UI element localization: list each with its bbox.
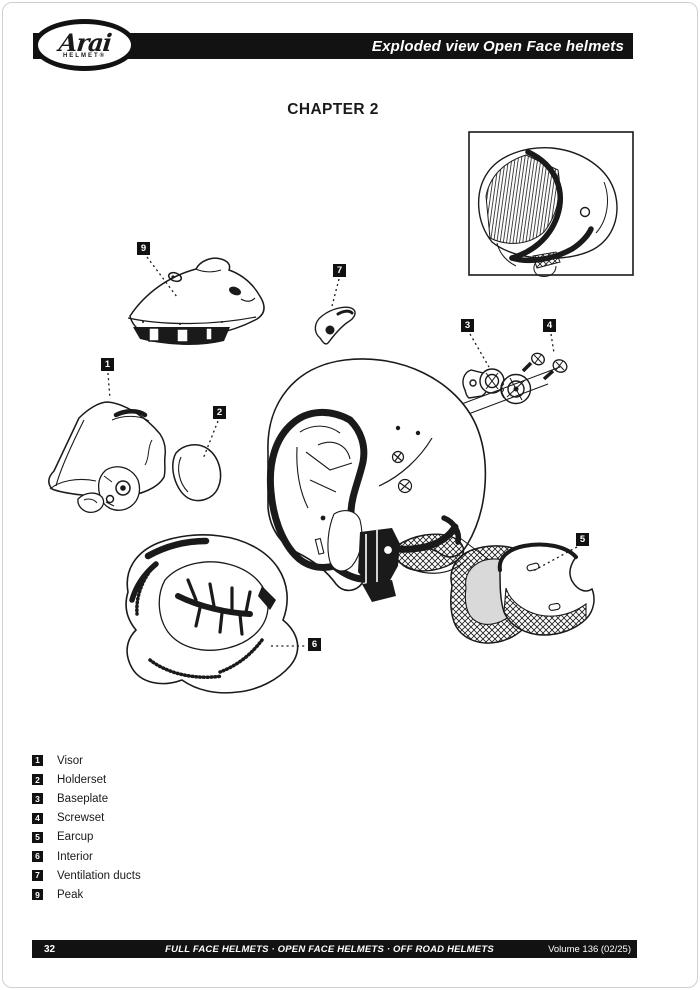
legend-num-badge: 2 xyxy=(32,774,43,786)
legend-item-baseplate: 3 Baseplate xyxy=(32,789,141,808)
callout-ventilation-ducts: 7 xyxy=(333,264,346,277)
legend-item-earcup: 5 Earcup xyxy=(32,828,141,847)
footer-bar: 32 FULL FACE HELMETS · OPEN FACE HELMETS… xyxy=(32,940,637,958)
peak-drawing xyxy=(127,257,265,345)
callout-earcup: 5 xyxy=(576,533,589,546)
footer-volume-text: Volume 136 (02/25) xyxy=(548,943,631,955)
legend-item-holderset: 2 Holderset xyxy=(32,770,141,789)
ventilation-duct-drawing xyxy=(314,306,356,345)
legend-num-badge: 1 xyxy=(32,755,43,767)
legend-item-screwset: 4 Screwset xyxy=(32,809,141,828)
arai-logo: Arai HELMET® xyxy=(33,19,136,71)
legend-item-peak: 9 Peak xyxy=(32,885,141,904)
legend-label: Screwset xyxy=(57,812,105,825)
baseplate-drawing xyxy=(462,368,532,405)
legend-num-badge: 7 xyxy=(32,870,43,882)
helmet-shell-drawing xyxy=(266,358,487,602)
legend-label: Peak xyxy=(57,888,84,901)
legend-label: Holderset xyxy=(57,773,107,786)
legend-label: Baseplate xyxy=(57,792,109,805)
legend-num-badge: 5 xyxy=(32,831,43,843)
legend-item-interior: 6 Interior xyxy=(32,847,141,866)
footer-page-number: 32 xyxy=(44,943,56,955)
legend-label: Earcup xyxy=(57,831,94,844)
callout-peak: 9 xyxy=(137,242,150,255)
callout-baseplate: 3 xyxy=(461,319,474,332)
legend-item-ventilation-ducts: 7 Ventilation ducts xyxy=(32,866,141,885)
parts-legend: 1 Visor 2 Holderset 3 Baseplate 4 Screws… xyxy=(32,751,141,905)
legend-label: Interior xyxy=(57,850,93,863)
interior-drawing xyxy=(125,534,299,694)
legend-label: Visor xyxy=(57,754,83,767)
legend-num-badge: 3 xyxy=(32,793,43,805)
legend-num-badge: 9 xyxy=(32,889,43,901)
arai-logo-subtext: HELMET® xyxy=(62,52,107,59)
legend-num-badge: 4 xyxy=(32,812,43,824)
callout-interior: 6 xyxy=(308,638,321,651)
arai-logo-text: Arai xyxy=(57,27,113,57)
inset-assembled-helmet xyxy=(468,131,634,277)
footer-center-text: FULL FACE HELMETS · OPEN FACE HELMETS · … xyxy=(165,943,494,955)
header-title: Exploded view Open Face helmets xyxy=(371,37,624,55)
callout-leader-lines xyxy=(107,256,578,647)
callout-screwset: 4 xyxy=(543,319,556,332)
callout-holderset: 2 xyxy=(213,406,226,419)
legend-item-visor: 1 Visor xyxy=(32,751,141,770)
legend-label: Ventilation ducts xyxy=(57,869,141,882)
callout-visor: 1 xyxy=(101,358,114,371)
earcup-drawing xyxy=(449,531,595,644)
screwset-drawing xyxy=(521,352,568,381)
chapter-title: CHAPTER 2 xyxy=(287,101,379,118)
holderset-drawing xyxy=(172,444,222,502)
visor-drawing xyxy=(48,401,166,513)
legend-num-badge: 6 xyxy=(32,851,43,863)
